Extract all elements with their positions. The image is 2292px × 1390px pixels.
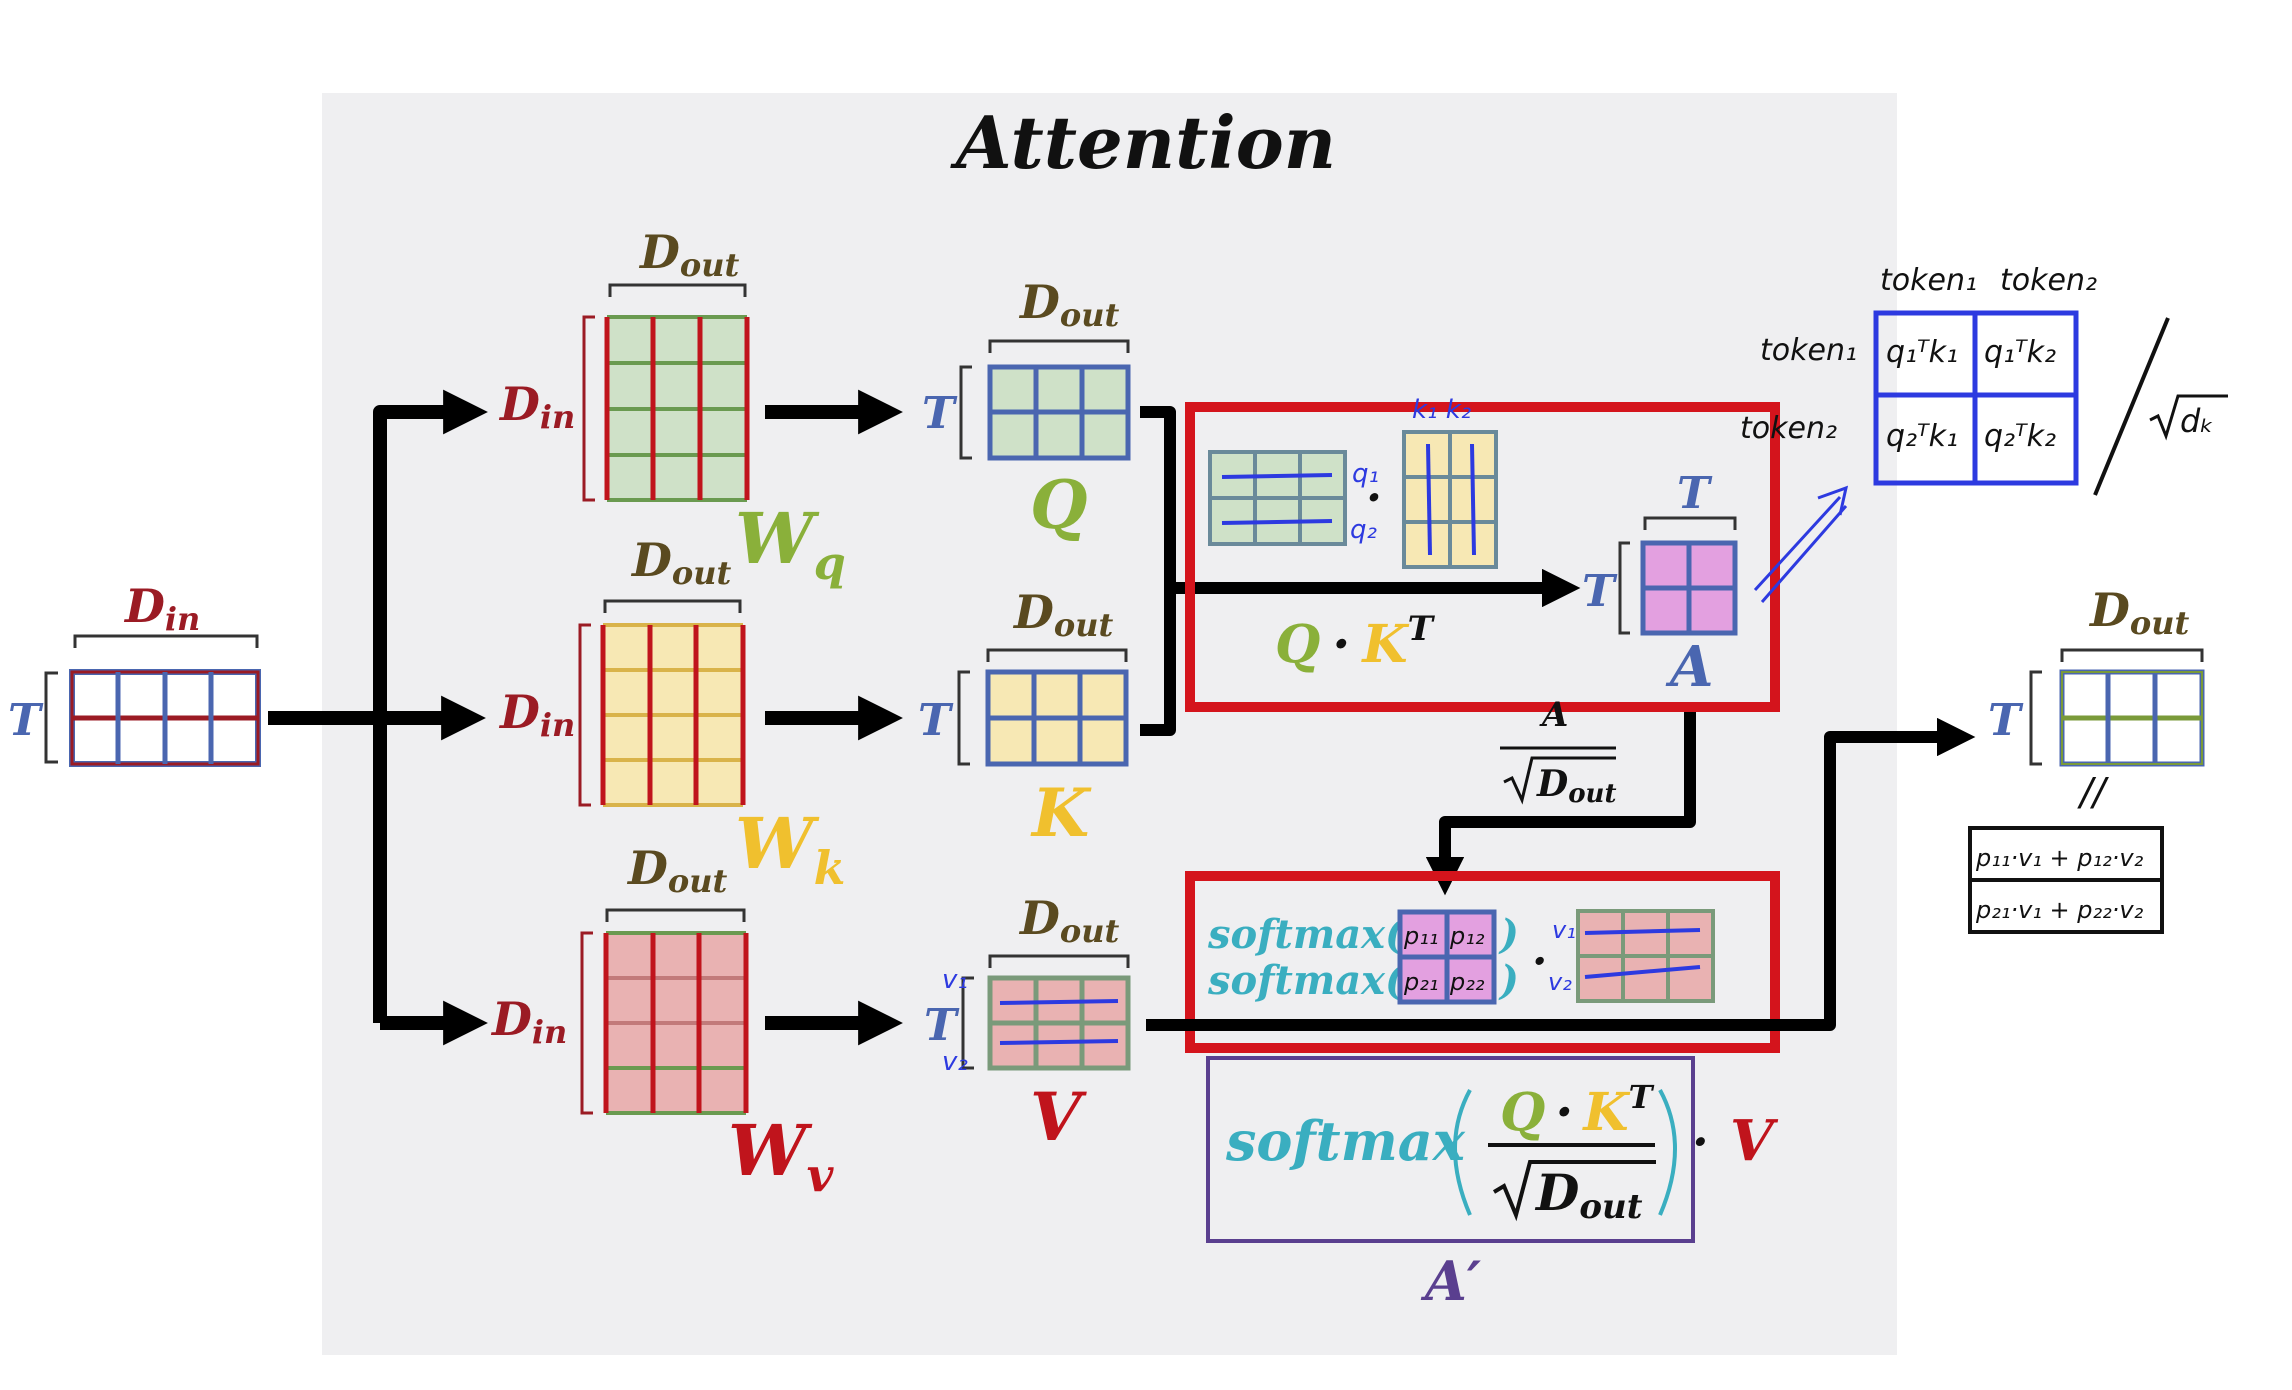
svg-text:A: A <box>1665 634 1713 700</box>
svg-text:q₂: q₂ <box>1350 515 1377 545</box>
svg-text:k₁ k₂: k₁ k₂ <box>1412 395 1471 425</box>
svg-text:softmax(: softmax( <box>1207 957 1406 1004</box>
svg-text:dₖ: dₖ <box>2180 402 2214 440</box>
svg-text:p₁₂: p₁₂ <box>1449 922 1485 950</box>
projection-arrows <box>765 389 903 1046</box>
diagram-title: Attention <box>950 100 1336 185</box>
svg-text:Dout: Dout <box>626 841 728 900</box>
input-t-bracket <box>44 671 58 764</box>
svg-text:·: · <box>1692 1114 1709 1170</box>
svg-text:Dout: Dout <box>1018 275 1120 334</box>
svg-text:V: V <box>1030 1078 1087 1156</box>
svg-text:A: A <box>1539 695 1568 735</box>
svg-text:v₁: v₁ <box>1552 916 1576 944</box>
svg-text:p₁₁: p₁₁ <box>1403 922 1438 950</box>
score-annotation: token₁ token₂ token₁ token₂ q₁ᵀk₁ q₁ᵀk₂ … <box>1740 263 2228 496</box>
svg-text:q₂ᵀk₂: q₂ᵀk₂ <box>1984 419 2056 454</box>
svg-text:·: · <box>1366 470 1382 524</box>
svg-text:q₁: q₁ <box>1352 459 1379 489</box>
input-matrix: Din T <box>8 579 261 767</box>
svg-text:Din: Din <box>498 377 575 436</box>
branch-arrows <box>268 389 488 1046</box>
input-dim-bracket <box>73 634 259 648</box>
svg-text:token₂: token₂ <box>1740 411 1837 446</box>
k-matrix: Dout T K <box>918 585 1129 852</box>
svg-text:Wk: Wk <box>735 802 846 895</box>
svg-text:v₁: v₁ <box>942 965 968 995</box>
softmax-box: softmax( softmax( p₁₁ p₁₂ p₂₁ p₂₂ ) ) · … <box>1185 871 1780 1053</box>
svg-text:token₂: token₂ <box>2000 263 2097 298</box>
pen-arrow <box>1753 485 1849 603</box>
svg-text:q₁ᵀk₂: q₁ᵀk₂ <box>1984 335 2056 370</box>
scale-fraction: A Dout <box>1500 695 1616 809</box>
output-annotation: // p₁₁·v₁ + p₁₂·v₂ p₂₁·v₁ + p₂₂·v₂ <box>1968 770 2164 934</box>
svg-text:K: K <box>1030 774 1092 852</box>
svg-text:softmax: softmax <box>1225 1109 1466 1173</box>
svg-text:Q·KT: Q·KT <box>1275 609 1436 675</box>
svg-text:V: V <box>1730 1108 1779 1174</box>
svg-text:p₂₂: p₂₂ <box>1449 968 1485 996</box>
svg-text://: // <box>2077 770 2110 814</box>
svg-text:T: T <box>918 695 954 746</box>
svg-text:Wv: Wv <box>728 1109 835 1202</box>
svg-text:token₁: token₁ <box>1880 263 1977 298</box>
svg-text:Dout: Dout <box>1012 585 1114 644</box>
wq-matrix: Dout Din Wq <box>498 225 846 590</box>
q-matrix: Dout T Q <box>922 275 1131 544</box>
qk-box: q₁ q₂ · k₁ k₂ Q·KT T T A <box>1185 395 1780 712</box>
svg-text:token₁: token₁ <box>1760 333 1857 368</box>
wv-matrix: Dout Din Wv <box>490 841 835 1202</box>
a-to-softmax-arrow <box>1425 712 1696 896</box>
svg-text:Dout: Dout <box>638 225 740 284</box>
svg-text:softmax(: softmax( <box>1207 911 1406 958</box>
formula-box: softmax Q·KT Dout · V A′ <box>1206 1056 1779 1313</box>
input-t-label: T <box>8 695 44 746</box>
svg-text:T: T <box>1582 566 1618 617</box>
svg-text:·: · <box>1532 936 1547 987</box>
svg-text:): ) <box>1498 957 1519 1004</box>
svg-text:Q·KT: Q·KT <box>1500 1078 1655 1143</box>
svg-text:): ) <box>1498 911 1519 958</box>
svg-text:Dout: Dout <box>1534 1163 1643 1227</box>
svg-text:Q: Q <box>1030 466 1088 544</box>
svg-text:Dout: Dout <box>1536 763 1616 809</box>
svg-text:v₂: v₂ <box>1548 968 1572 996</box>
svg-text:Din: Din <box>498 685 575 744</box>
svg-text:T: T <box>922 388 958 439</box>
svg-text:T: T <box>924 1000 960 1051</box>
v-to-output-arrow <box>1146 717 1976 1031</box>
svg-text:A′: A′ <box>1420 1249 1481 1313</box>
svg-text:Wq: Wq <box>735 497 846 590</box>
svg-text:p₁₁·v₁ + p₁₂·v₂: p₁₁·v₁ + p₁₂·v₂ <box>1975 844 2144 872</box>
svg-text:Dout: Dout <box>1018 891 1120 950</box>
svg-text:q₂ᵀk₁: q₂ᵀk₁ <box>1886 419 1958 454</box>
svg-text:Din: Din <box>490 992 567 1051</box>
svg-text:T: T <box>1677 468 1713 519</box>
svg-text:p₂₁: p₂₁ <box>1403 968 1438 996</box>
svg-text:T: T <box>1988 695 2024 746</box>
qk-join-path <box>1140 406 1581 736</box>
svg-text:q₁ᵀk₁: q₁ᵀk₁ <box>1886 335 1958 370</box>
output-matrix: Dout T <box>1988 583 2205 767</box>
svg-text:p₂₁·v₁ + p₂₂·v₂: p₂₁·v₁ + p₂₂·v₂ <box>1975 896 2144 924</box>
input-din-label: Din <box>123 579 200 638</box>
svg-text:Dout: Dout <box>630 533 732 592</box>
svg-text:v₂: v₂ <box>942 1047 968 1077</box>
svg-text:Dout: Dout <box>2088 583 2190 642</box>
v-matrix: Dout T v₁ v₂ V <box>924 891 1131 1156</box>
wk-matrix: Dout Din Wk <box>498 533 846 895</box>
